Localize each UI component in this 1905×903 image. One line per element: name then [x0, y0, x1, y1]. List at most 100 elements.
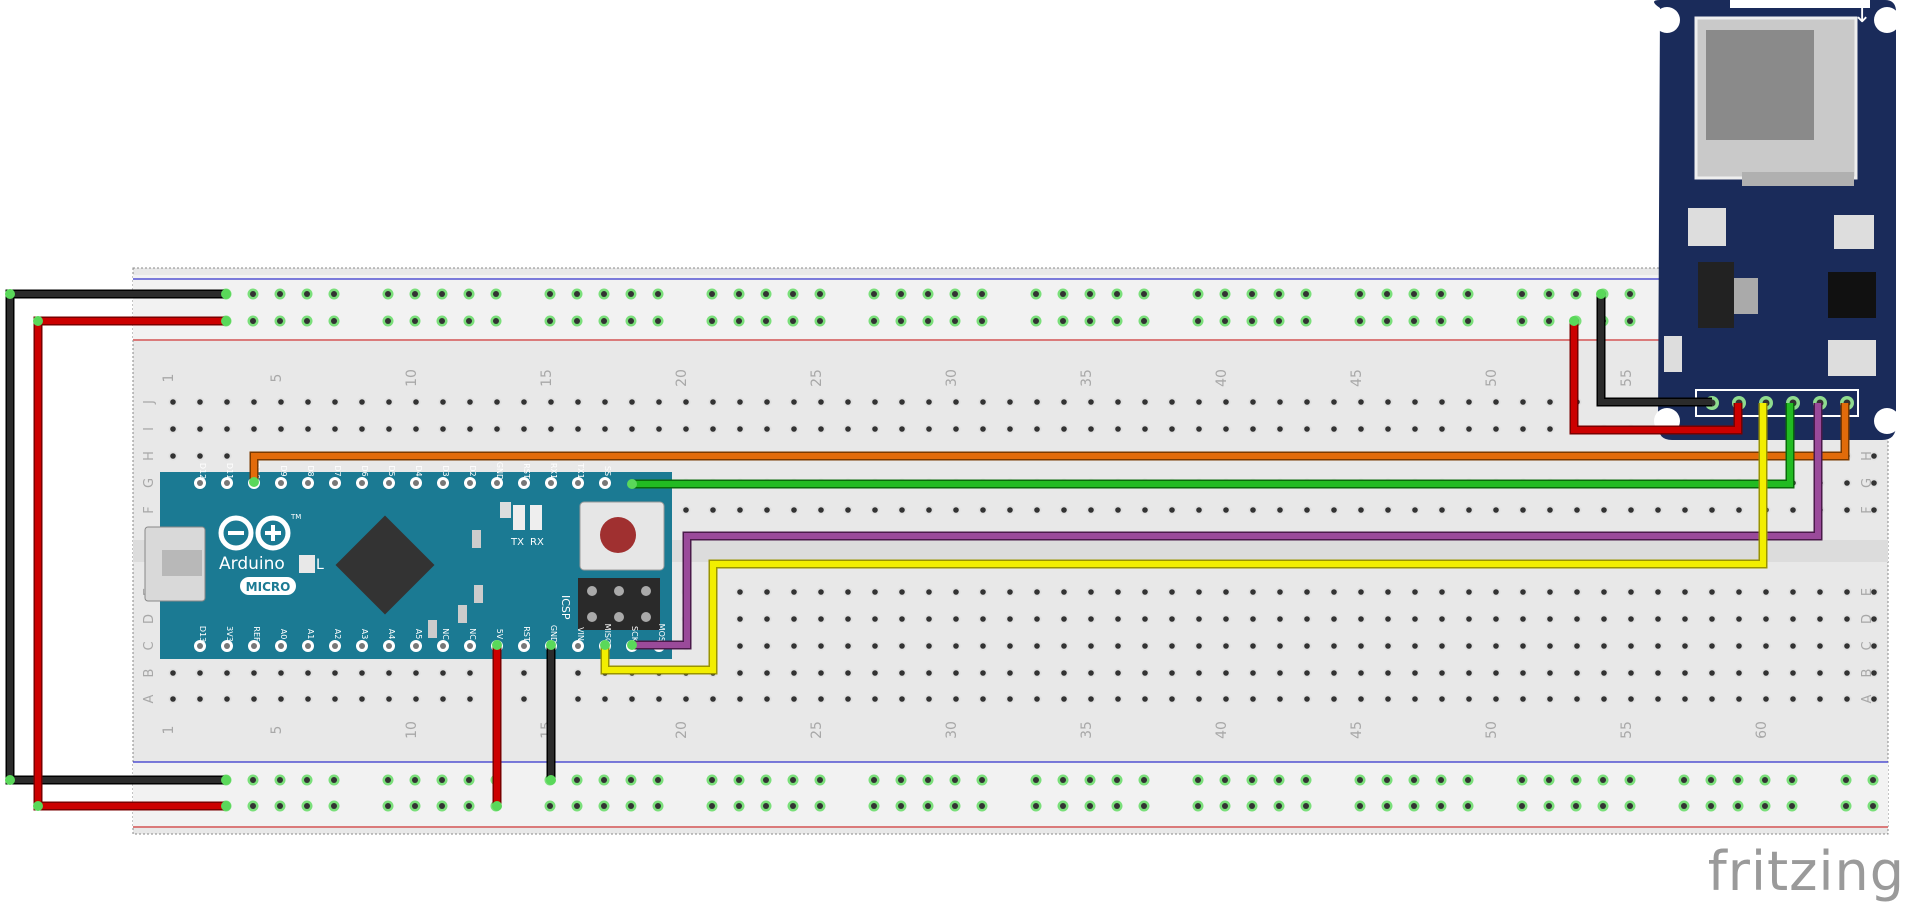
breadboard-hole-center: [1466, 643, 1472, 649]
rail-hole-center: [1249, 318, 1255, 324]
wire-endpoint[interactable]: [1596, 289, 1606, 299]
wire-endpoint[interactable]: [249, 477, 259, 487]
vcc-wire-left[interactable]: [35, 318, 226, 809]
rail-hole-center: [1060, 803, 1066, 809]
breadboard-hole-center: [1466, 426, 1472, 432]
wire-endpoint[interactable]: [33, 316, 43, 326]
rail-hole-center: [412, 803, 418, 809]
rail-hole-center: [250, 318, 256, 324]
gnd-wire-left[interactable]: [7, 291, 226, 783]
breadboard-hole-center: [872, 670, 878, 676]
breadboard-hole-center: [1817, 643, 1823, 649]
wire-endpoint[interactable]: [627, 640, 637, 650]
breadboard-hole-center: [1763, 696, 1769, 702]
breadboard-hole-center: [872, 643, 878, 649]
wire-endpoint[interactable]: [600, 640, 610, 650]
breadboard-hole-center: [1034, 507, 1040, 513]
cs-wire[interactable]: [251, 403, 1848, 482]
breadboard-hole-center: [926, 507, 932, 513]
rail-hole-center: [1357, 291, 1363, 297]
rail-hole-center: [601, 803, 607, 809]
rail-hole-center: [709, 777, 715, 783]
column-number: 20: [674, 369, 690, 387]
breadboard-hole-center: [872, 696, 878, 702]
sd-gnd-wire[interactable]: [1598, 294, 1712, 405]
rail-hole-center: [439, 291, 445, 297]
breadboard-hole-center: [1385, 426, 1391, 432]
wire-endpoint[interactable]: [221, 289, 231, 299]
breadboard-hole-center: [1493, 616, 1499, 622]
mounting-hole: [1874, 7, 1900, 33]
wire-endpoint[interactable]: [221, 775, 231, 785]
wire-endpoint[interactable]: [1569, 316, 1579, 326]
breadboard-hole-center: [1628, 696, 1634, 702]
wire-endpoint[interactable]: [33, 801, 43, 811]
row-letter: B: [142, 669, 157, 678]
wire-endpoint[interactable]: [627, 479, 637, 489]
rail-hole-center: [277, 803, 283, 809]
arduino-pin-label: REF: [252, 626, 261, 642]
breadboard-hole-center: [764, 616, 770, 622]
sd-vcc-wire[interactable]: [1571, 321, 1741, 433]
arduino-pin-center: [359, 480, 365, 486]
rail-hole-center: [628, 291, 634, 297]
wire-endpoint[interactable]: [546, 640, 556, 650]
arduino-pin-label: SCK: [630, 626, 639, 643]
wire-endpoint[interactable]: [221, 801, 231, 811]
breadboard-hole-center: [737, 399, 743, 405]
breadboard-hole-center: [197, 696, 203, 702]
sck-wire[interactable]: [632, 403, 1821, 648]
wire-endpoint[interactable]: [492, 640, 502, 650]
rail-hole-center: [1789, 803, 1795, 809]
breadboard-hole-center: [278, 670, 284, 676]
rail-hole-center: [1384, 318, 1390, 324]
wire-endpoint[interactable]: [5, 289, 15, 299]
rail-hole-center: [385, 803, 391, 809]
sd-card-slot-contacts: [1742, 172, 1854, 186]
breadboard-hole-center: [1520, 616, 1526, 622]
breadboard-hole-center: [1061, 399, 1067, 405]
reset-button-cap[interactable]: [600, 517, 636, 553]
breadboard-hole-center: [1790, 696, 1796, 702]
breadboard-hole-center: [1115, 507, 1121, 513]
breadboard-hole-center: [1547, 696, 1553, 702]
wire-endpoint[interactable]: [221, 316, 231, 326]
breadboard-hole-center: [710, 507, 716, 513]
breadboard-hole-center: [467, 399, 473, 405]
mosi-wire[interactable]: [632, 403, 1793, 487]
wire-endpoint[interactable]: [5, 775, 15, 785]
arduino-pin-center: [440, 480, 446, 486]
rail-hole-center: [1114, 318, 1120, 324]
rail-hole-center: [1600, 803, 1606, 809]
breadboard-hole-center: [980, 426, 986, 432]
breadboard-hole-center: [1547, 589, 1553, 595]
miso-wire[interactable]: [602, 403, 1766, 673]
breadboard-hole-center: [737, 426, 743, 432]
rail-hole-center: [385, 777, 391, 783]
wire-endpoint[interactable]: [546, 775, 556, 785]
breadboard-hole-center: [197, 426, 203, 432]
rail-hole-center: [1411, 803, 1417, 809]
rail-hole-center: [709, 291, 715, 297]
rail-hole-center: [277, 318, 283, 324]
breadboard-hole-center: [1520, 643, 1526, 649]
breadboard-hole-center: [359, 399, 365, 405]
rail-hole-center: [1087, 803, 1093, 809]
breadboard-hole-center: [1466, 670, 1472, 676]
usb-port-icon: [162, 550, 202, 576]
arduino-pin-center: [602, 480, 608, 486]
wire-endpoint[interactable]: [492, 801, 502, 811]
rail-hole-center: [1114, 291, 1120, 297]
breadboard-hole-center: [1115, 426, 1121, 432]
breadboard-hole-center: [1223, 643, 1229, 649]
breadboard-hole-center: [737, 696, 743, 702]
arduino-pin-label: A5: [414, 629, 423, 640]
arduino-pin-label: NC: [441, 628, 450, 640]
rail-hole-center: [1033, 777, 1039, 783]
breadboard-hole-center: [1412, 426, 1418, 432]
breadboard-hole-center: [1142, 589, 1148, 595]
breadboard-hole-center: [413, 426, 419, 432]
breadboard-hole-center: [953, 616, 959, 622]
smd-component: [1828, 340, 1876, 376]
